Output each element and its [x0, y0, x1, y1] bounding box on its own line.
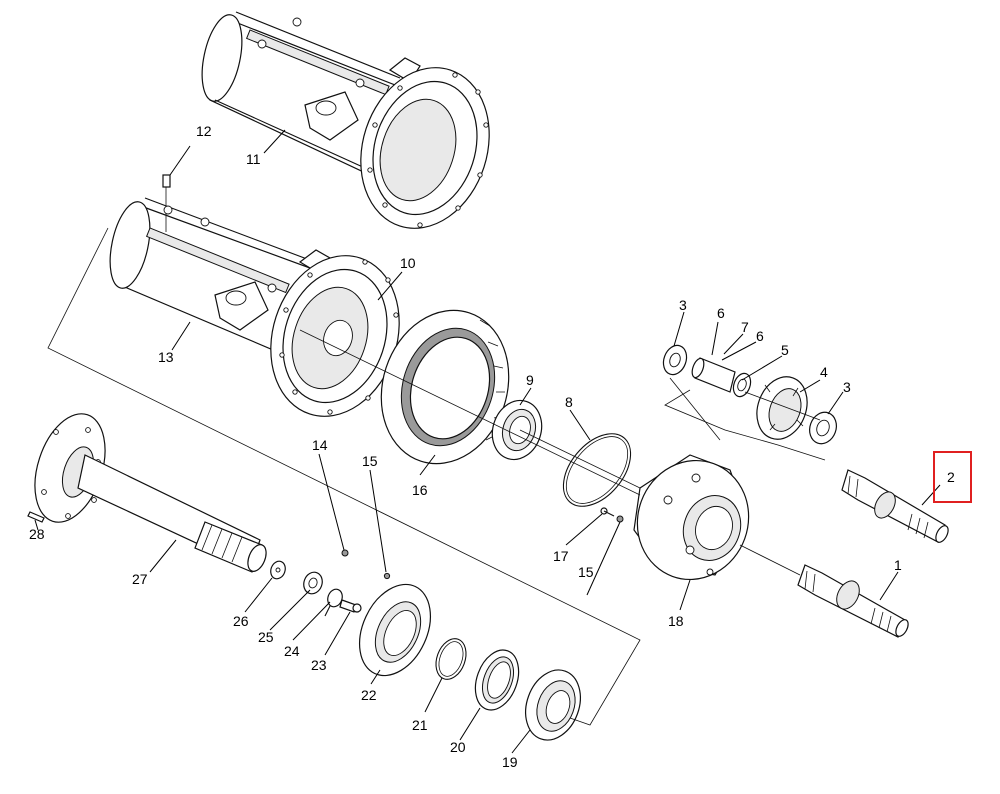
- axle-housing-13[interactable]: [103, 197, 419, 433]
- callout-9[interactable]: 9: [526, 372, 534, 388]
- callout-24[interactable]: 24: [284, 643, 300, 659]
- callout-7[interactable]: 7: [741, 319, 749, 335]
- callout-8[interactable]: 8: [565, 394, 573, 410]
- callout-15-left[interactable]: 15: [362, 453, 378, 469]
- bolt-12[interactable]: [162, 174, 171, 220]
- sun-shaft-2[interactable]: [841, 469, 951, 544]
- callout-12[interactable]: 12: [196, 123, 212, 139]
- callout-19[interactable]: 19: [502, 754, 518, 770]
- planet-gear-4[interactable]: [749, 370, 816, 447]
- lock-plate-24[interactable]: [324, 587, 345, 617]
- callout-18[interactable]: 18: [668, 613, 684, 629]
- leader-lines: [34, 129, 941, 754]
- bearing-9[interactable]: [485, 394, 549, 466]
- sun-shaft-1[interactable]: [797, 564, 911, 638]
- callout-26[interactable]: 26: [233, 613, 249, 629]
- callout-28[interactable]: 28: [29, 526, 45, 542]
- screw-15-right[interactable]: [616, 515, 624, 523]
- callout-27[interactable]: 27: [132, 571, 148, 587]
- callout-6-right[interactable]: 6: [756, 328, 764, 344]
- callout-labels: 1 2 3 3 4 5 6 6 7 8 9 10 11 12 13 14 15 …: [29, 123, 955, 770]
- callout-3-right[interactable]: 3: [843, 379, 851, 395]
- callout-15-right[interactable]: 15: [578, 564, 594, 580]
- callout-14[interactable]: 14: [312, 437, 328, 453]
- callout-6-left[interactable]: 6: [717, 305, 725, 321]
- cover-plate-22[interactable]: [346, 573, 445, 687]
- callout-11[interactable]: 11: [246, 151, 261, 167]
- callout-17[interactable]: 17: [553, 548, 569, 564]
- callout-16[interactable]: 16: [412, 482, 428, 498]
- washer-25[interactable]: [301, 570, 325, 597]
- callout-3-left[interactable]: 3: [679, 297, 687, 313]
- axle-shaft-27[interactable]: [22, 405, 269, 574]
- ring-gear-16[interactable]: [362, 294, 528, 481]
- callout-5[interactable]: 5: [781, 342, 789, 358]
- assembly-lines: [47, 215, 826, 726]
- o-ring-21[interactable]: [431, 634, 472, 683]
- callout-4[interactable]: 4: [820, 364, 828, 380]
- axle-housing-11[interactable]: [195, 11, 509, 245]
- seal-20[interactable]: [468, 644, 527, 716]
- bolt-23[interactable]: [339, 599, 362, 613]
- callout-1[interactable]: 1: [894, 557, 902, 573]
- spacer-5[interactable]: [730, 371, 753, 399]
- planet-pin-6[interactable]: [690, 357, 736, 393]
- callout-20[interactable]: 20: [450, 739, 466, 755]
- callout-25[interactable]: 25: [258, 629, 274, 645]
- plug-14[interactable]: [341, 549, 349, 557]
- highlight-box: [933, 451, 972, 503]
- callout-21[interactable]: 21: [412, 717, 428, 733]
- screw-17[interactable]: [600, 507, 615, 517]
- callout-13[interactable]: 13: [158, 349, 174, 365]
- callout-22[interactable]: 22: [361, 687, 377, 703]
- wheel-stud-28[interactable]: [27, 511, 45, 523]
- planet-carrier-18[interactable]: [621, 445, 765, 595]
- callout-10[interactable]: 10: [400, 255, 416, 271]
- washer-3-right[interactable]: [805, 409, 840, 448]
- screw-15-left[interactable]: [383, 572, 391, 580]
- callout-2[interactable]: 2: [947, 469, 955, 485]
- washer-26[interactable]: [268, 559, 287, 581]
- snap-ring-8[interactable]: [550, 421, 644, 519]
- washer-3-left[interactable]: [660, 342, 691, 378]
- callout-23[interactable]: 23: [311, 657, 327, 673]
- bearing-19[interactable]: [516, 662, 589, 747]
